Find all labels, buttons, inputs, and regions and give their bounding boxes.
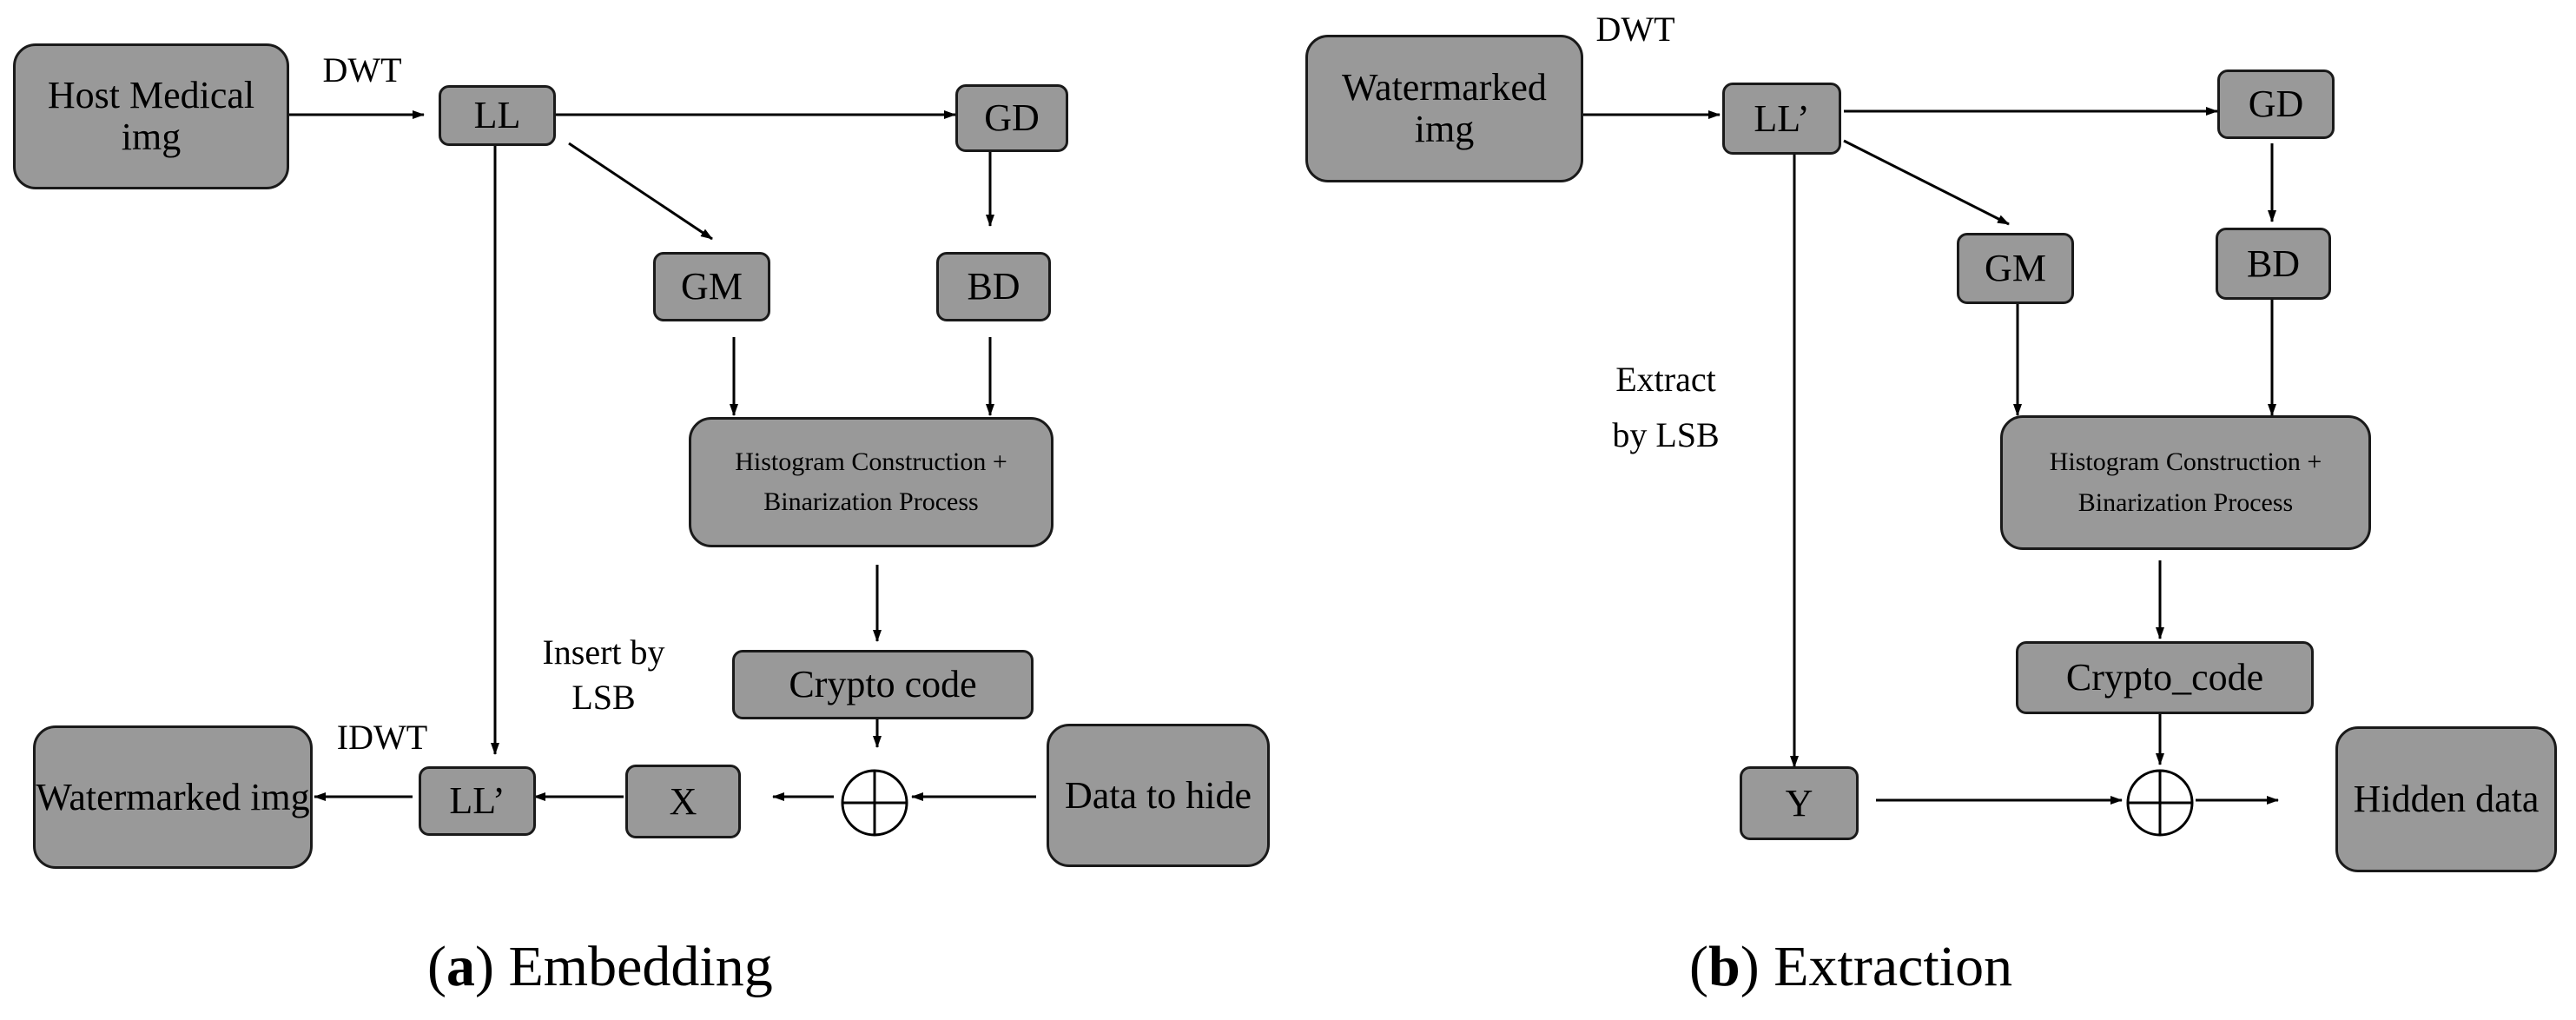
caption-letter: a	[446, 935, 475, 998]
arrow-llprime-to-gm	[1843, 139, 2010, 226]
extraction-connectors	[1583, 107, 2279, 837]
histogram-binarization-node: Histogram Construction + Binarization Pr…	[689, 417, 1054, 547]
data-to-hide-node: Data to hide	[1047, 724, 1270, 867]
bd-node: BD	[936, 252, 1051, 321]
extract-by-lsb-label: Extract by LSB	[1612, 360, 1720, 454]
host-medical-img-node: Host Medical img	[13, 43, 289, 189]
watermarked-img-node: Watermarked img	[33, 725, 313, 869]
gd-node: GD	[2217, 70, 2335, 139]
embedding-connectors	[287, 110, 1036, 837]
watermarked-img-node: Watermarked img	[1305, 35, 1583, 182]
caption-embedding: (a) Embedding	[427, 935, 773, 998]
caption-text: Extraction	[1773, 935, 2013, 998]
crypto-code-node: Crypto code	[732, 650, 1034, 719]
gm-node: GM	[653, 252, 770, 321]
dwt-label: DWT	[1595, 10, 1675, 49]
embedding-panel: Host Medical img LL GD GM BD Histogram C…	[13, 43, 1270, 998]
caption-text: Embedding	[508, 935, 773, 998]
crypto-code-node: Crypto_code	[2016, 641, 2314, 714]
histogram-binarization-node: Histogram Construction + Binarization Pr…	[2000, 415, 2371, 550]
dwt-label: DWT	[322, 50, 402, 89]
arrow-ll-to-gm	[568, 142, 713, 241]
ll-node: LL	[439, 85, 556, 146]
gd-node: GD	[955, 84, 1068, 152]
x-node: X	[625, 765, 741, 838]
ll-prime-node: LL’	[1722, 83, 1841, 155]
gm-node: GM	[1957, 233, 2074, 304]
idwt-label: IDWT	[336, 718, 428, 757]
bd-node: BD	[2216, 228, 2331, 300]
ll-prime-node: LL’	[419, 766, 536, 836]
caption-extraction: (b) Extraction	[1689, 935, 2013, 998]
caption-letter: b	[1707, 935, 1740, 998]
extraction-panel: Watermarked img LL’ GD GM BD Histogram C…	[1288, 0, 2576, 1020]
hidden-data-node: Hidden data	[2335, 726, 2557, 872]
insert-by-lsb-label: Insert by LSB	[542, 633, 665, 717]
y-node: Y	[1740, 766, 1859, 840]
